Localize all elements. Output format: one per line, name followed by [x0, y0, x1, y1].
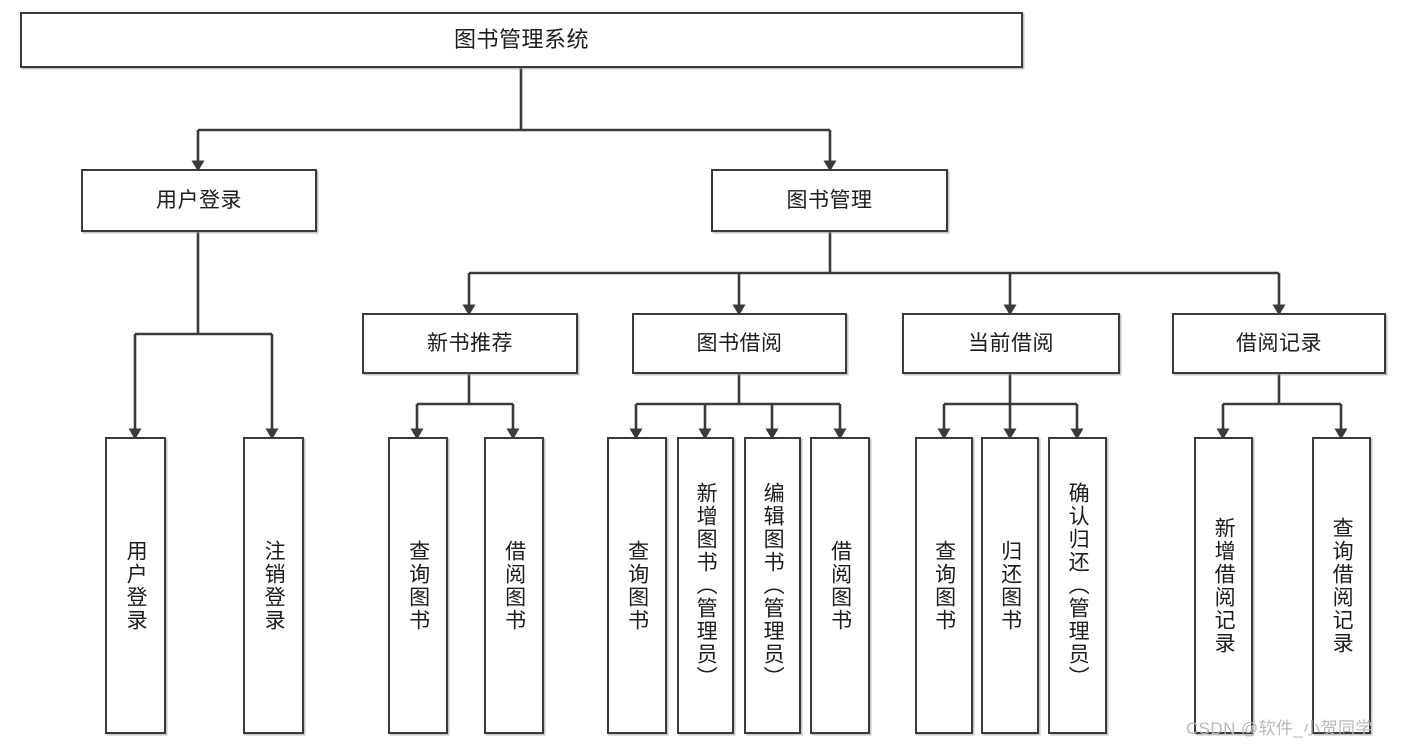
node-new-book-rec-label: 新书推荐: [427, 331, 513, 355]
node-leaf-query-record[interactable]: 查询借阅记录: [1312, 437, 1371, 734]
node-leaf-add-record-label: 新增借阅记录: [1212, 516, 1236, 655]
node-leaf-add-book[interactable]: 新增图书（管理员）: [677, 437, 734, 734]
node-current-borrow-label: 当前借阅: [968, 331, 1054, 355]
node-leaf-query-book-1[interactable]: 查询图书: [388, 437, 448, 734]
node-leaf-borrow-book-2[interactable]: 借阅图书: [810, 437, 870, 734]
node-leaf-return-book-label: 归还图书: [998, 539, 1022, 632]
node-leaf-logout[interactable]: 注销登录: [243, 437, 304, 734]
node-leaf-query-book-2[interactable]: 查询图书: [607, 437, 667, 734]
node-root[interactable]: 图书管理系统: [20, 12, 1023, 68]
node-leaf-return-book[interactable]: 归还图书: [981, 437, 1039, 734]
node-user-login-label: 用户登录: [156, 188, 242, 212]
node-borrow-record[interactable]: 借阅记录: [1172, 313, 1386, 374]
node-book-borrow[interactable]: 图书借阅: [632, 313, 847, 374]
node-leaf-borrow-book-1-label: 借阅图书: [502, 539, 526, 632]
node-borrow-record-label: 借阅记录: [1236, 331, 1322, 355]
node-leaf-query-book-3[interactable]: 查询图书: [915, 437, 973, 734]
node-leaf-user-login-label: 用户登录: [124, 539, 148, 632]
node-root-label: 图书管理系统: [453, 26, 589, 52]
node-leaf-add-book-label: 新增图书（管理员）: [694, 482, 718, 689]
node-leaf-borrow-book-1[interactable]: 借阅图书: [484, 437, 544, 734]
node-leaf-add-record[interactable]: 新增借阅记录: [1194, 437, 1253, 734]
node-leaf-query-book-1-label: 查询图书: [406, 539, 430, 632]
node-leaf-query-record-label: 查询借阅记录: [1330, 516, 1354, 655]
node-leaf-query-book-2-label: 查询图书: [625, 539, 649, 632]
node-leaf-edit-book[interactable]: 编辑图书（管理员）: [744, 437, 801, 734]
csdn-watermark: CSDN @软件_小贺同学: [1186, 719, 1373, 738]
node-leaf-edit-book-label: 编辑图书（管理员）: [761, 482, 785, 689]
node-leaf-confirm-return[interactable]: 确认归还（管理员）: [1048, 437, 1107, 734]
node-user-login[interactable]: 用户登录: [81, 169, 317, 232]
node-book-manage-label: 图书管理: [786, 188, 873, 212]
node-book-manage[interactable]: 图书管理: [711, 169, 948, 232]
node-leaf-logout-label: 注销登录: [262, 539, 286, 632]
node-current-borrow[interactable]: 当前借阅: [902, 313, 1120, 374]
node-leaf-query-book-3-label: 查询图书: [932, 539, 956, 632]
node-leaf-borrow-book-2-label: 借阅图书: [828, 539, 852, 632]
node-book-borrow-label: 图书借阅: [696, 331, 783, 355]
node-leaf-confirm-return-label: 确认归还（管理员）: [1066, 482, 1090, 689]
node-new-book-rec[interactable]: 新书推荐: [362, 313, 578, 374]
node-leaf-user-login[interactable]: 用户登录: [105, 437, 166, 734]
